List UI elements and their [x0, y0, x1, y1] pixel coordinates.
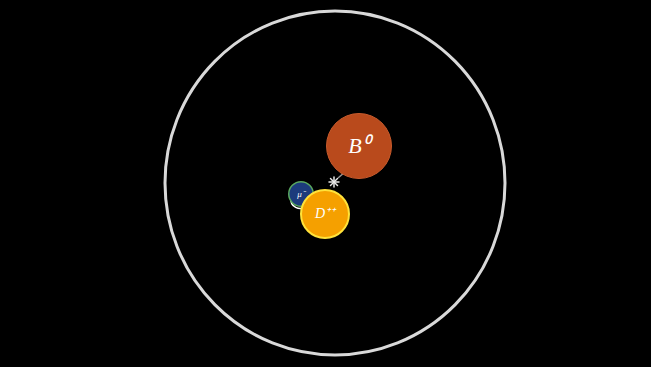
particle-label: μ⁻: [297, 190, 305, 199]
particle-label: D⁺⁺: [315, 207, 335, 221]
orbit-ring: [165, 11, 505, 355]
particle-label: B⁰: [348, 135, 369, 157]
particle-disc: [301, 190, 349, 238]
interaction-spark: [329, 177, 339, 187]
b-meson-circle: B⁰: [326, 113, 392, 179]
d-baryon-circle: D⁺⁺: [300, 189, 350, 239]
particle-disc: [327, 114, 392, 179]
